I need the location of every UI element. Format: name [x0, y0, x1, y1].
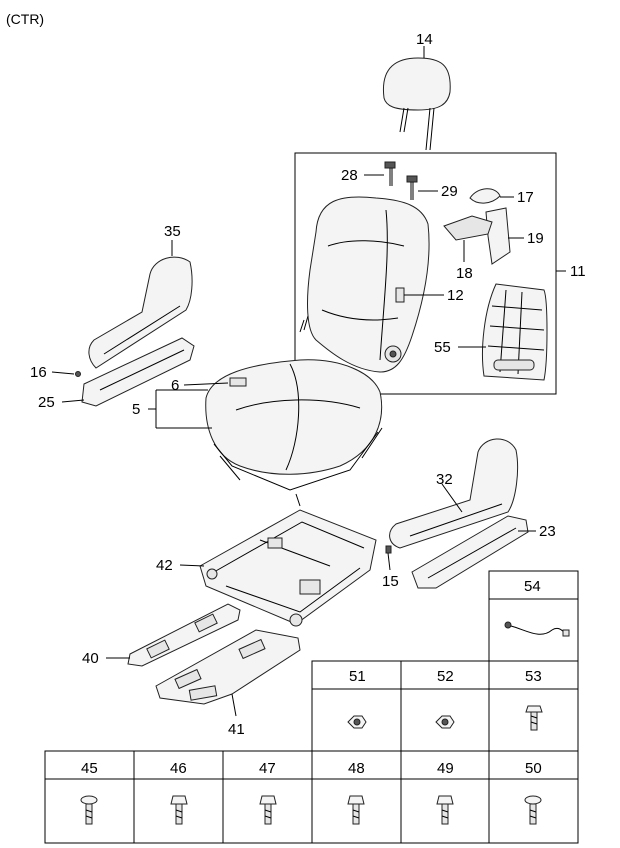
callout-32: 32 [436, 471, 453, 488]
side-cover-25 [81, 337, 195, 407]
callout-19: 19 [527, 230, 544, 247]
callout-40: 40 [82, 650, 99, 667]
headrest-part [382, 57, 451, 151]
callout-6: 6 [171, 377, 179, 394]
callout-16: 16 [30, 364, 47, 381]
callout-12: 12 [447, 287, 464, 304]
nut-51 [347, 715, 367, 729]
fastener-table [44, 570, 579, 844]
table-label-51: 51 [349, 668, 366, 685]
callout-17: 17 [517, 189, 534, 206]
backrest-cushion [299, 196, 430, 373]
callout-42: 42 [156, 557, 173, 574]
wire-harness-54 [504, 621, 570, 637]
side-cover-23 [411, 515, 529, 589]
clip-16 [75, 371, 81, 377]
callout-5: 5 [132, 401, 140, 418]
side-shield-32 [389, 438, 519, 549]
trim-19 [485, 207, 511, 265]
table-label-54: 54 [524, 578, 541, 595]
leader-15 [387, 552, 391, 571]
callout-41: 41 [228, 721, 245, 738]
leader-42 [179, 564, 205, 567]
table-label-52: 52 [437, 668, 454, 685]
screw-47 [259, 795, 277, 825]
table-label-53: 53 [525, 668, 542, 685]
table-label-48: 48 [348, 760, 365, 777]
table-label-46: 46 [170, 760, 187, 777]
table-label-50: 50 [525, 760, 542, 777]
table-label-47: 47 [259, 760, 276, 777]
leader-6 [183, 382, 229, 386]
screw-45 [80, 795, 98, 825]
screw-48 [347, 795, 365, 825]
callout-55: 55 [434, 339, 451, 356]
back-board-55 [482, 283, 548, 381]
cover-40 [127, 603, 241, 667]
callout-14: 14 [416, 31, 433, 48]
table-label-45: 45 [81, 760, 98, 777]
callout-35: 35 [164, 223, 181, 240]
cover-17 [469, 188, 501, 204]
trim-18 [443, 215, 493, 241]
screw-49 [436, 795, 454, 825]
callout-29: 29 [441, 183, 458, 200]
callout-15: 15 [382, 573, 399, 590]
callout-11: 11 [570, 263, 586, 280]
screw-46 [170, 795, 188, 825]
bolt-53 [525, 705, 543, 731]
nut-52 [435, 715, 455, 729]
callout-23: 23 [539, 523, 556, 540]
headrest-guide-29 [406, 175, 418, 200]
seat-cushion [205, 359, 383, 507]
backrest-assembly-frame [294, 152, 557, 395]
callout-25: 25 [38, 394, 55, 411]
leader-32 [441, 483, 463, 513]
table-label-49: 49 [437, 760, 454, 777]
side-shield-35 [88, 256, 193, 369]
clip-15 [385, 545, 392, 554]
leader-25 [61, 399, 85, 403]
variant-label: (CTR) [6, 11, 44, 27]
leader-41 [231, 693, 237, 717]
headrest-guide-28 [384, 161, 396, 186]
seat-frame-42 [199, 509, 377, 627]
callout-28: 28 [341, 167, 358, 184]
screw-50 [524, 795, 542, 825]
leader-16 [51, 371, 75, 375]
cover-41 [155, 629, 301, 705]
callout-18: 18 [456, 265, 473, 282]
